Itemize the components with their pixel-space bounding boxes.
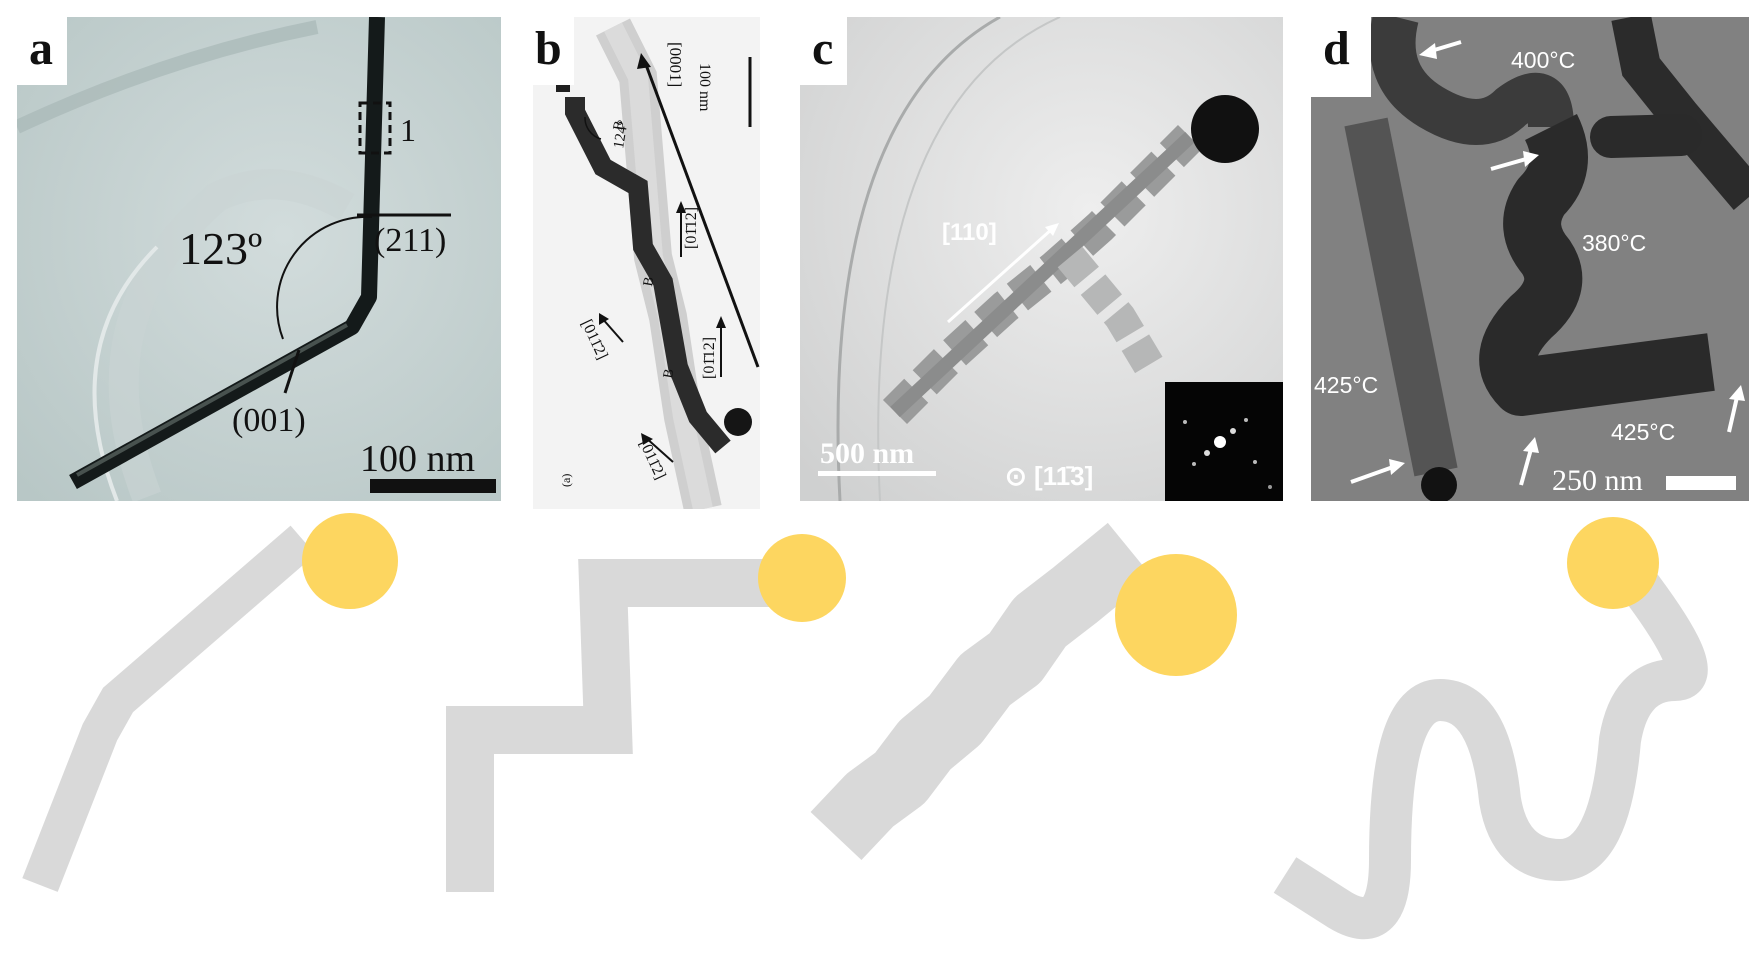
catalyst-particle-a [302, 513, 398, 609]
tem-image-d [1311, 17, 1749, 501]
scale-label-d: 250 nm [1552, 464, 1643, 497]
angle-label-a: 123º [179, 223, 263, 274]
schematic-b [446, 534, 846, 892]
scale-label-b: 100 nm [696, 63, 713, 112]
tem-image-b [533, 17, 760, 509]
panel-label-a: a [17, 17, 67, 85]
box-label-1: 1 [400, 112, 416, 148]
tem-panel-a: a 123º (211) (001) 1 100 nm [17, 17, 501, 501]
scale-label-c: 500 nm [820, 437, 915, 470]
direction-label-b-1: [01̄12] [683, 206, 700, 249]
temperature-label-425-right: 425°C [1611, 419, 1676, 445]
schematic-d [1273, 517, 1708, 940]
plane-label-001: (001) [232, 402, 306, 439]
panel-label-d: d [1311, 17, 1364, 85]
direction-label-110: [110] [942, 219, 997, 246]
schematic-c [810, 522, 1237, 861]
direction-label-b-2: [01̄12] [701, 336, 718, 379]
tem-image-c [800, 17, 1283, 501]
tem-panel-c: c [110] 500 nm ⊙ [11̄3] [800, 17, 1283, 501]
sub-label-b: (a) [559, 473, 573, 487]
tem-panel-b: b 100 nm [0001] 124° B B B [01̄12] [01̄1… [533, 17, 760, 509]
schematic-a [22, 513, 398, 892]
catalyst-particle-c [1115, 554, 1237, 676]
panel-label-c: c [800, 17, 848, 85]
panel-label-b: b [533, 17, 574, 85]
scale-label-a: 100 nm [360, 438, 476, 480]
catalyst-particle-d [1567, 517, 1659, 609]
schematic-row [22, 513, 1708, 940]
tem-panel-d: d 400°C 380°C 425°C 425°C 250 nm [1311, 17, 1749, 501]
tem-image-a [17, 17, 501, 501]
temperature-label-400: 400°C [1511, 47, 1576, 73]
temperature-label-380: 380°C [1582, 230, 1647, 256]
zone-axis-label-c: ⊙ [11̄3] [1005, 461, 1094, 491]
direction-label-0001: [0001] [666, 42, 685, 88]
temperature-label-425-left: 425°C [1314, 372, 1379, 398]
plane-label-211: (211) [374, 222, 447, 259]
catalyst-particle-b [758, 534, 846, 622]
